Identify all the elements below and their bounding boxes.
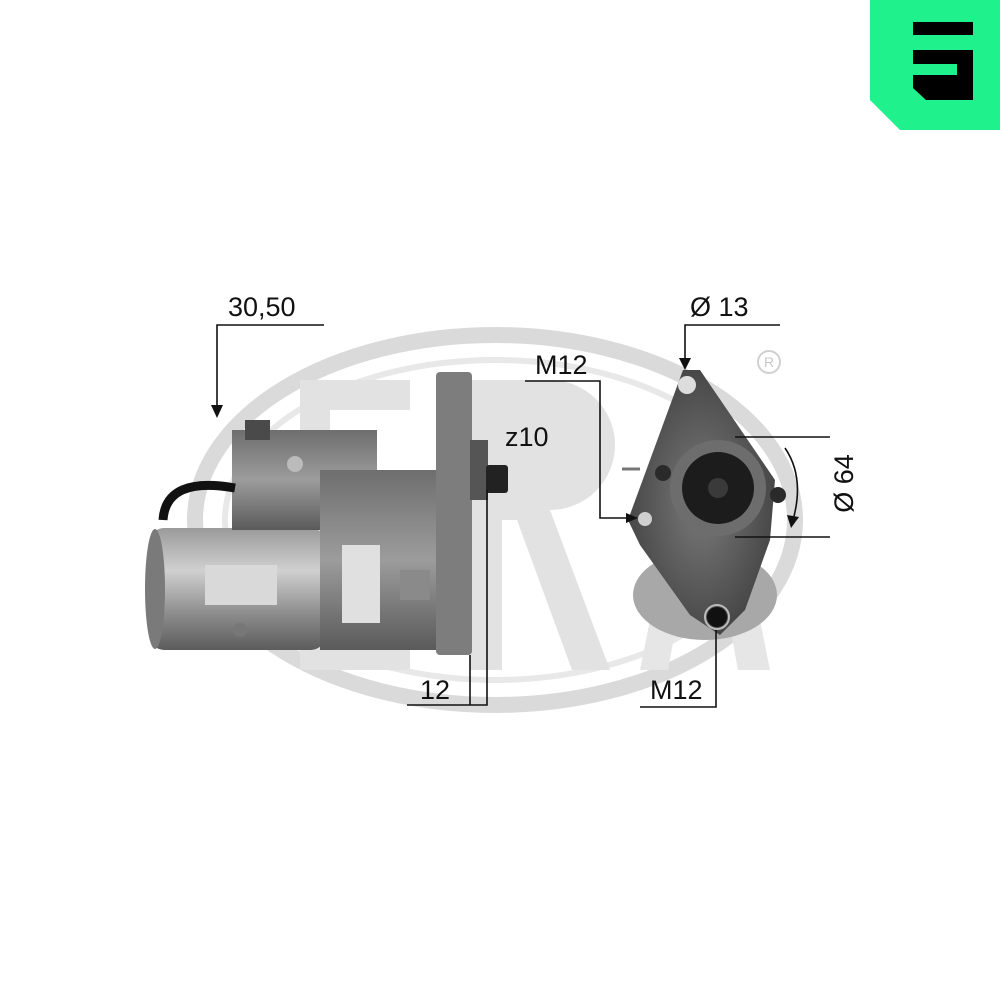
- dim-pinion-teeth: z10: [505, 422, 549, 452]
- svg-text:R: R: [764, 354, 774, 370]
- dim-pilot-diameter: Ø 64: [828, 454, 859, 513]
- dim-bolt-bottom: M12: [650, 675, 703, 705]
- dim-hole-diameter: Ø 13: [690, 292, 749, 322]
- dim-pinion-length: 12: [420, 675, 451, 705]
- dim-bolt-top: M12: [535, 350, 588, 380]
- dim-flange-offset: 30,50: [228, 292, 296, 322]
- logo-e-icon: [870, 0, 1000, 130]
- brand-logo: [870, 0, 1000, 130]
